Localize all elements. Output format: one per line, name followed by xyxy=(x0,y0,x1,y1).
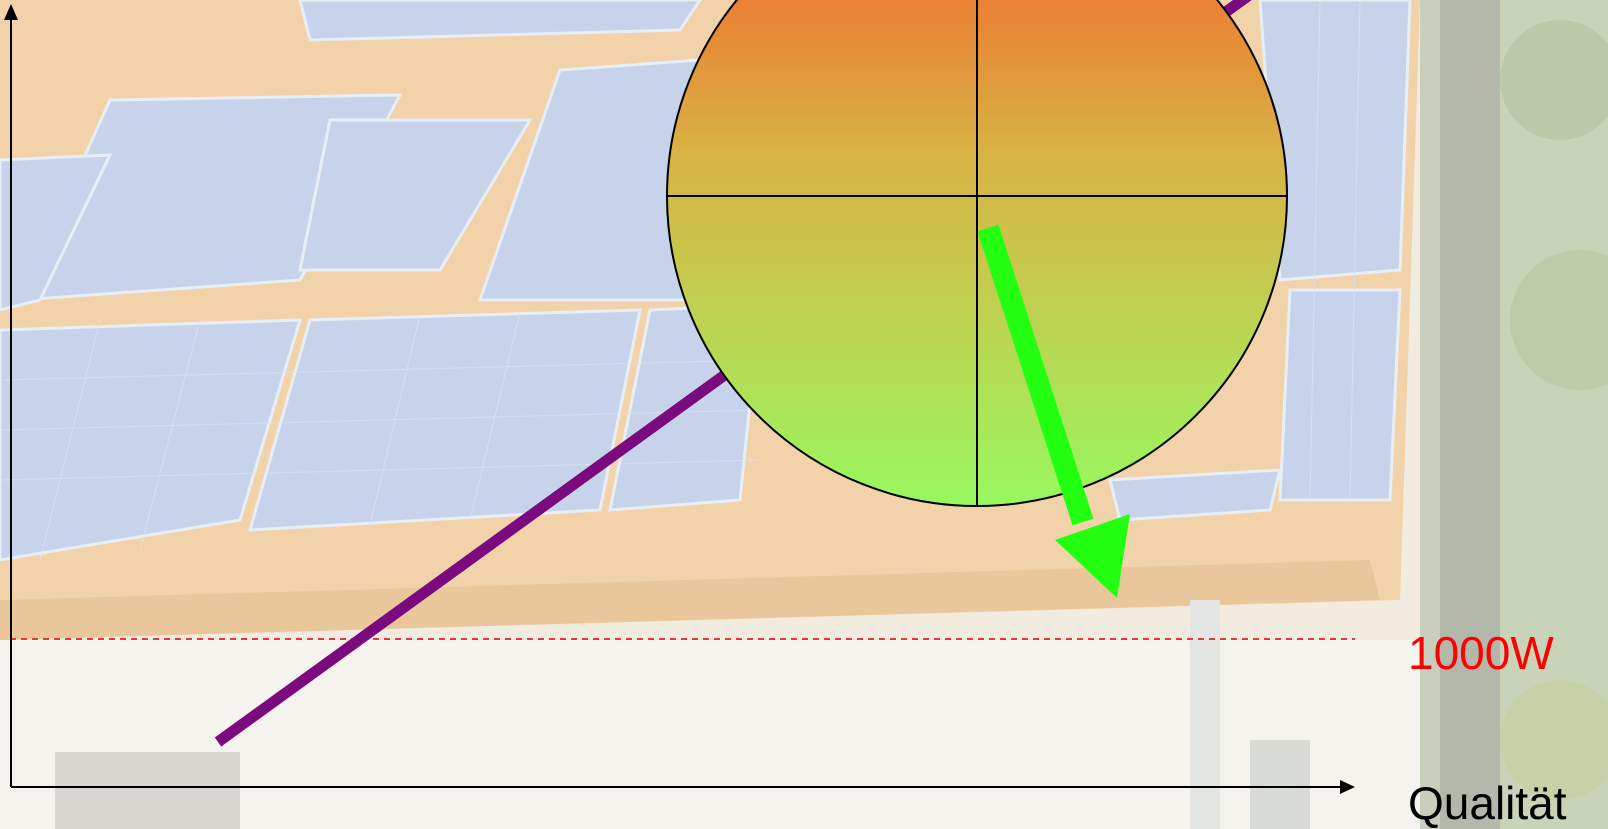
green-arrow xyxy=(977,224,1130,598)
x-axis-arrowhead xyxy=(1340,780,1355,794)
x-axis xyxy=(11,780,1355,794)
quality-circle xyxy=(666,0,1288,507)
y-axis-arrowhead xyxy=(4,4,18,20)
x-axis-label: Qualität xyxy=(1408,777,1567,829)
threshold-label: 1000W xyxy=(1408,627,1554,679)
y-axis xyxy=(4,4,18,787)
